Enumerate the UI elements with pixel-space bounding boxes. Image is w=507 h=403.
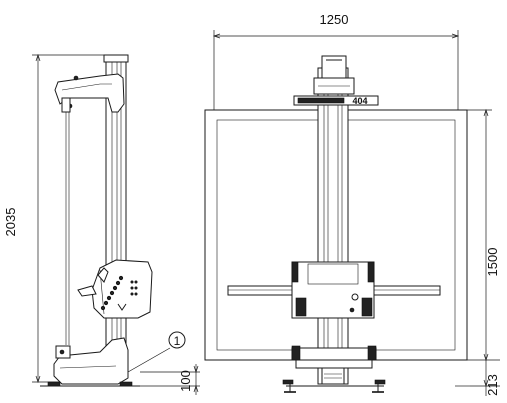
dimension-100: 100 (140, 364, 200, 395)
dimension-label-100: 100 (178, 370, 193, 392)
dimension-label-1250: 1250 (320, 12, 349, 27)
dimension-213: 213 (470, 360, 500, 396)
dimension-label-2035: 2035 (3, 208, 18, 237)
side-view: 2035 (3, 53, 200, 395)
front-view: 1250 1500 213 (204, 12, 500, 396)
dimension-label-213: 213 (485, 374, 500, 396)
dimension-1500: 1500 (467, 108, 500, 362)
callout-1: 1 (127, 331, 186, 373)
dimension-1250: 1250 (212, 12, 460, 115)
callout-number: 1 (174, 334, 181, 348)
dimension-2035: 2035 (3, 53, 108, 384)
model-plate: 404 (352, 96, 367, 106)
dimension-label-1500: 1500 (485, 248, 500, 277)
